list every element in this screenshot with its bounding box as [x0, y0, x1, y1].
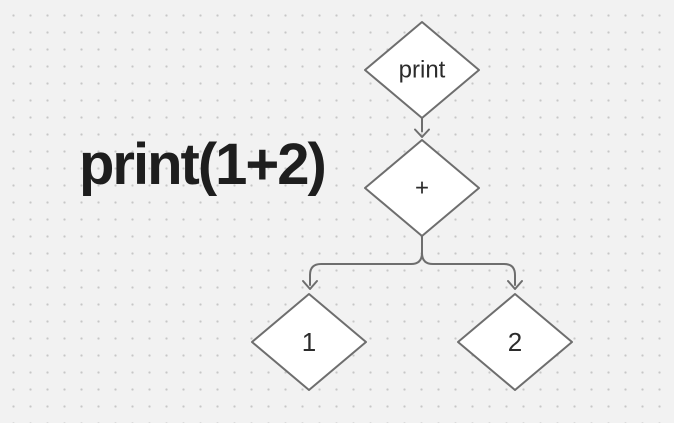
ast-node-plus: + — [364, 139, 480, 237]
expression-text: print(1+2) — [79, 132, 327, 197]
diamond-shape — [457, 293, 573, 391]
ast-node-two: 2 — [457, 293, 573, 391]
arrow-plus-to-one — [302, 235, 423, 290]
ast-node-print: print — [364, 21, 480, 119]
ast-node-one: 1 — [251, 293, 367, 391]
edge-line — [421, 235, 516, 286]
diamond-shape — [364, 21, 480, 119]
arrowhead-down-icon — [302, 280, 318, 290]
diamond-shape — [364, 139, 480, 237]
node-label: 2 — [508, 327, 522, 357]
diamond-shape — [251, 293, 367, 391]
edge-line — [309, 235, 423, 286]
arrowhead-down-icon — [414, 128, 430, 138]
arrow-plus-to-two — [421, 235, 523, 290]
node-label: print — [399, 57, 446, 84]
node-label: 1 — [302, 327, 316, 357]
node-label: + — [415, 175, 429, 202]
arrowhead-down-icon — [507, 280, 523, 290]
arrow-print-to-plus — [414, 117, 430, 138]
